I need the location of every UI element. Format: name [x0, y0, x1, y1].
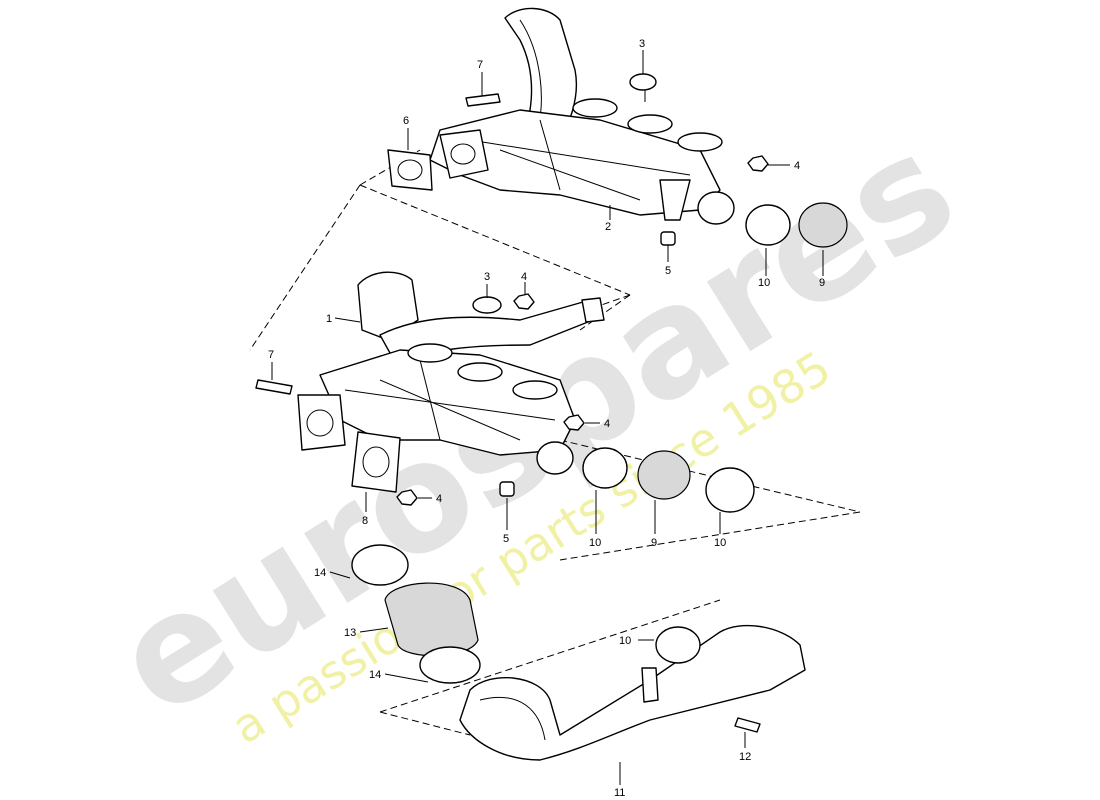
upper-port-flange-3: [677, 132, 723, 152]
upper-end-flange: [439, 129, 489, 179]
pipe-bracket: [641, 667, 659, 703]
label-part-7-upper: 7: [477, 59, 483, 71]
upper-leader-lines: [407, 50, 824, 276]
gasket-6: [387, 149, 433, 191]
upper-port-flange-2: [627, 114, 673, 134]
label-part-4-middle-a: 4: [521, 271, 527, 283]
label-part-14-lower: 14: [369, 669, 381, 681]
label-part-3-upper: 3: [639, 38, 645, 50]
bolt-7-upper: [465, 93, 501, 107]
label-part-10-lower: 10: [619, 635, 631, 647]
middle-assembly-outline: [249, 184, 861, 561]
middle-outlet: [536, 441, 574, 475]
label-part-5-upper: 5: [665, 265, 671, 277]
lower-assembly-outline: [379, 599, 721, 736]
label-part-2: 2: [605, 221, 611, 233]
middle-port-flange-1: [407, 343, 453, 363]
lower-leader-lines: [329, 571, 746, 785]
label-part-9-middle: 9: [651, 537, 657, 549]
part-labels: 7 3 6 4 2 5 10 9 3 4 1 7 4 4 8 5 10 9 10…: [268, 38, 825, 799]
clamp-10-middle-a: [582, 447, 628, 489]
clamp-10-middle-b: [705, 467, 755, 513]
ring-3-middle: [472, 296, 502, 314]
label-part-11: 11: [614, 787, 625, 799]
clamp-14-lower: [419, 646, 481, 684]
label-part-9-upper: 9: [819, 277, 825, 289]
clamp-14-upper: [351, 544, 409, 586]
middle-port-flange-2: [457, 362, 503, 382]
label-part-3-middle: 3: [484, 271, 490, 283]
nut-4-upper: [747, 155, 769, 172]
label-part-8: 8: [362, 515, 368, 527]
label-part-1: 1: [326, 313, 332, 325]
spacer-5-middle: [499, 481, 515, 497]
clamp-10-upper: [745, 204, 791, 246]
label-part-13: 13: [344, 627, 356, 639]
label-part-6: 6: [403, 115, 409, 127]
label-part-12: 12: [739, 751, 751, 763]
label-part-4-lower: 4: [436, 493, 442, 505]
sleeve-13: [384, 582, 479, 657]
nut-4-middle-a: [513, 293, 535, 310]
label-part-4-middle-b: 4: [604, 418, 610, 430]
label-part-10-middle-b: 10: [714, 537, 726, 549]
middle-end-flange: [297, 394, 346, 451]
middle-manifold-assembly: [249, 184, 861, 561]
upper-port-flange-1: [572, 98, 618, 118]
label-part-10-upper: 10: [758, 277, 770, 289]
label-part-4-upper: 4: [794, 160, 800, 172]
bolt-7-middle: [255, 379, 293, 395]
sleeve-9-middle: [637, 450, 691, 500]
label-part-7-middle: 7: [268, 349, 274, 361]
bolt-12: [734, 717, 761, 733]
spacer-5-upper: [660, 231, 676, 246]
upper-outlet: [697, 191, 735, 225]
label-part-10-middle-a: 10: [589, 537, 601, 549]
gasket-8: [351, 431, 401, 493]
upper-manifold-assembly: [359, 7, 735, 331]
clamp-10-lower: [655, 626, 701, 664]
nut-4-lower: [396, 489, 418, 506]
sleeve-9-upper: [798, 202, 848, 248]
label-part-5-middle: 5: [503, 533, 509, 545]
middle-port-flange-3: [512, 380, 558, 400]
tailpipe-11: [459, 624, 806, 761]
label-part-14-upper: 14: [314, 567, 326, 579]
nut-4-middle-b: [563, 414, 585, 431]
ring-3-upper: [629, 73, 657, 91]
middle-leader-lines: [271, 282, 721, 534]
